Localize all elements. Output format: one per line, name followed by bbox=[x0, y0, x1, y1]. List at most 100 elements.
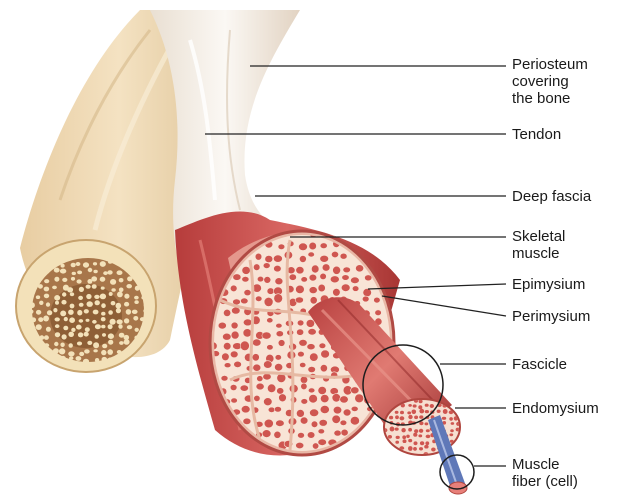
trabecula bbox=[53, 348, 59, 354]
muscle-fiber-section bbox=[321, 350, 330, 358]
trabecula bbox=[55, 301, 59, 305]
trabecula bbox=[86, 285, 91, 289]
muscle-fiber-section bbox=[320, 255, 329, 262]
muscle-fiber-section bbox=[256, 383, 264, 390]
label-muscle-fiber: Muscle fiber (cell) bbox=[512, 456, 578, 490]
muscle-fiber-section bbox=[309, 242, 317, 250]
trabecula bbox=[119, 333, 125, 338]
trabecula bbox=[134, 296, 139, 300]
trabecula bbox=[69, 356, 73, 359]
trabecula bbox=[79, 287, 84, 292]
muscle-fiber-section bbox=[320, 365, 327, 372]
muscle-fiber-section bbox=[307, 432, 315, 439]
muscle-fiber-section bbox=[320, 395, 329, 403]
muscle-fiber-section bbox=[231, 331, 239, 339]
fiber-section bbox=[408, 446, 413, 451]
trabecula bbox=[143, 309, 148, 314]
label-skeletal-muscle: Skeletal muscle bbox=[512, 228, 565, 262]
trabecula bbox=[79, 319, 84, 323]
muscle-fiber-section bbox=[243, 329, 252, 337]
muscle-fiber-section bbox=[233, 274, 241, 281]
muscle-fiber-section bbox=[243, 418, 251, 424]
trabecula bbox=[46, 302, 50, 306]
muscle-fiber-section bbox=[300, 362, 306, 367]
leader-perimysium bbox=[382, 296, 506, 316]
muscle-fiber-section bbox=[299, 243, 308, 251]
fiber-section bbox=[425, 441, 429, 445]
trabecula bbox=[116, 308, 121, 313]
trabecula bbox=[68, 351, 74, 356]
fiber-section bbox=[407, 411, 411, 414]
muscle-fiber-section bbox=[308, 388, 315, 393]
trabecula bbox=[68, 310, 74, 315]
trabecula bbox=[92, 253, 97, 257]
muscle-fiber-section bbox=[264, 297, 273, 306]
trabecula bbox=[62, 334, 67, 339]
trabecula bbox=[53, 252, 59, 258]
trabecula bbox=[93, 262, 97, 265]
trabecula bbox=[44, 279, 49, 283]
fiber-section bbox=[442, 417, 446, 420]
muscle-fiber-section bbox=[241, 298, 249, 304]
fiber-section bbox=[413, 433, 417, 437]
trabecula bbox=[100, 261, 106, 267]
muscle-fiber-section bbox=[267, 288, 274, 295]
trabecula bbox=[62, 278, 67, 282]
trabecula bbox=[27, 295, 33, 301]
muscle-fiber-section bbox=[351, 387, 359, 394]
muscle-fiber-section bbox=[333, 406, 341, 414]
trabecula bbox=[127, 270, 131, 273]
trabecula bbox=[54, 268, 60, 273]
trabecula bbox=[45, 269, 49, 273]
muscle-fiber-section bbox=[274, 431, 281, 438]
trabecula bbox=[85, 246, 89, 249]
trabecula bbox=[117, 292, 123, 298]
trabecula bbox=[69, 343, 73, 348]
trabecula bbox=[127, 325, 132, 329]
fiber-section bbox=[414, 416, 418, 420]
muscle-fiber-section bbox=[308, 329, 316, 336]
trabecula bbox=[39, 301, 43, 305]
muscle-fiber-section bbox=[230, 285, 237, 292]
muscle-fiber-section bbox=[275, 355, 281, 361]
trabecula bbox=[60, 311, 66, 317]
trabecula bbox=[79, 303, 84, 307]
trabecula bbox=[101, 303, 106, 308]
muscle-fiber-section bbox=[318, 284, 325, 292]
muscle-fiber-section bbox=[218, 322, 226, 329]
muscle-fiber-section bbox=[340, 253, 347, 259]
muscle-fiber-section bbox=[274, 265, 282, 272]
muscle-fiber-section bbox=[297, 329, 304, 335]
trabecula bbox=[117, 270, 123, 275]
trabecula bbox=[54, 342, 58, 346]
muscle-fiber-section bbox=[276, 323, 282, 328]
muscle-fiber-section bbox=[242, 266, 250, 274]
muscle-fiber-section bbox=[320, 405, 329, 413]
muscle-fiber-section bbox=[331, 251, 338, 257]
muscle-fiber-section bbox=[333, 288, 341, 296]
trabecula bbox=[108, 260, 112, 263]
trabecula bbox=[119, 278, 124, 282]
fiber-section bbox=[431, 448, 436, 452]
trabecula bbox=[77, 310, 82, 316]
trabecula bbox=[53, 308, 57, 312]
muscle-fiber-section bbox=[343, 409, 351, 416]
muscle-fiber-section bbox=[264, 419, 273, 428]
label-fascicle: Fascicle bbox=[512, 356, 567, 373]
muscle-fiber-section bbox=[295, 297, 303, 303]
trabecula bbox=[44, 343, 49, 347]
muscle-fiber-section bbox=[265, 255, 273, 262]
trabecula bbox=[46, 327, 51, 332]
trabecula bbox=[38, 284, 43, 289]
fiber-section bbox=[424, 445, 428, 449]
trabecula bbox=[141, 325, 147, 330]
muscle-fiber-section bbox=[264, 398, 273, 406]
trabecula bbox=[69, 254, 73, 257]
trabecula bbox=[93, 342, 99, 348]
muscle-fiber-section bbox=[319, 343, 326, 349]
muscle-fiber-section bbox=[263, 263, 270, 269]
muscle-fiber-section bbox=[351, 277, 360, 284]
trabecula bbox=[84, 332, 89, 337]
fiber-section bbox=[425, 404, 429, 407]
fiber-section bbox=[414, 441, 418, 445]
